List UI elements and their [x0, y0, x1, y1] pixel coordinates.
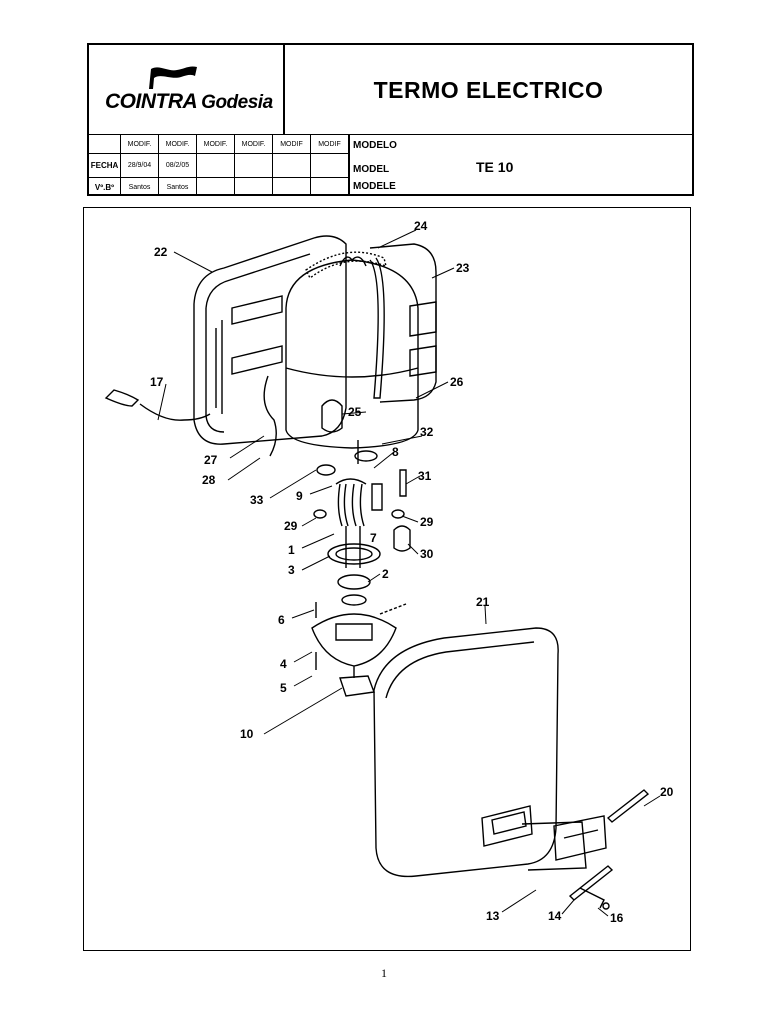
exploded-view-diagram: 24 22 23 26 25 17 32 8 27 31 28 33 9 29 … [83, 207, 691, 951]
lower-cover-part [373, 627, 559, 878]
logo-text-godesia: Godesia [201, 92, 273, 113]
vb-value [273, 178, 311, 196]
callout-label: 31 [418, 469, 432, 483]
fecha-value [273, 154, 311, 178]
callout-labels: 24 22 23 26 25 17 32 8 27 31 28 33 9 29 … [150, 219, 674, 925]
page-number: 1 [381, 966, 387, 980]
fecha-value [311, 154, 349, 178]
callout-label: 2 [382, 567, 389, 581]
modif-header: MODIF [273, 135, 311, 154]
callout-label: 1 [288, 543, 295, 557]
fecha-value: 28/9/04 [121, 154, 159, 178]
modif-header: MODIF. [121, 135, 159, 154]
model-cell: MODELO MODEL MODELE TE 10 [349, 135, 692, 196]
callout-label: 9 [296, 489, 303, 503]
fecha-value [197, 154, 235, 178]
model-value: TE 10 [476, 159, 514, 175]
document-title: TERMO ELECTRICO [373, 76, 604, 103]
water-heater-exploded-drawing: 24 22 23 26 25 17 32 8 27 31 28 33 9 29 … [104, 219, 674, 925]
modif-header: MODIF. [197, 135, 235, 154]
modif-header: MODIF [311, 135, 349, 154]
callout-label: 20 [660, 785, 674, 799]
back-casing-part [193, 235, 347, 445]
callout-label: 16 [610, 911, 624, 925]
callout-label: 25 [348, 405, 362, 419]
callout-label: 27 [204, 453, 218, 467]
callout-label: 13 [486, 909, 500, 923]
callout-label: 10 [240, 727, 254, 741]
fecha-value: 08/2/05 [159, 154, 197, 178]
callout-label: 30 [420, 547, 434, 561]
title-cell: TERMO ELECTRICO [285, 45, 692, 135]
vb-value [197, 178, 235, 196]
modif-header: MODIF. [235, 135, 273, 154]
callout-label: 24 [414, 219, 428, 233]
callout-label: 22 [154, 245, 168, 259]
leader-lines [157, 229, 661, 917]
drawing-lines [104, 235, 650, 910]
tank-part [285, 259, 419, 449]
vb-value: Santos [121, 178, 159, 196]
callout-label: 8 [392, 445, 399, 459]
callout-label: 33 [250, 493, 264, 507]
callout-label: 23 [456, 261, 470, 275]
callout-label: 14 [548, 909, 562, 923]
callout-label: 28 [202, 473, 216, 487]
model-label-en: MODEL [353, 164, 390, 175]
callout-label: 5 [280, 681, 287, 695]
modif-header: MODIF. [159, 135, 197, 154]
callout-label: 7 [370, 531, 377, 545]
vb-value: Santos [159, 178, 197, 196]
blank-cell [89, 135, 121, 154]
callout-label: 3 [288, 563, 295, 577]
callout-label: 4 [280, 657, 287, 671]
callout-label: 32 [420, 425, 434, 439]
model-label-fr: MODELE [353, 181, 396, 192]
logo-text-cointra: COINTRA [105, 90, 198, 113]
revision-grid: MODIF. MODIF. MODIF. MODIF. MODIF MODIF … [89, 135, 349, 196]
vb-value [235, 178, 273, 196]
fecha-label: FECHA [89, 154, 121, 178]
model-label-es: MODELO [353, 140, 397, 151]
header-divider [89, 134, 692, 135]
callout-label: 29 [284, 519, 298, 533]
cointra-flag-logo [149, 66, 197, 89]
fecha-value [235, 154, 273, 178]
callout-label: 6 [278, 613, 285, 627]
callout-label: 29 [420, 515, 434, 529]
vb-value [311, 178, 349, 196]
callout-label: 26 [450, 375, 464, 389]
callout-label: 21 [476, 595, 490, 609]
callout-label: 17 [150, 375, 164, 389]
vb-label: Vº.Bº [89, 178, 121, 196]
